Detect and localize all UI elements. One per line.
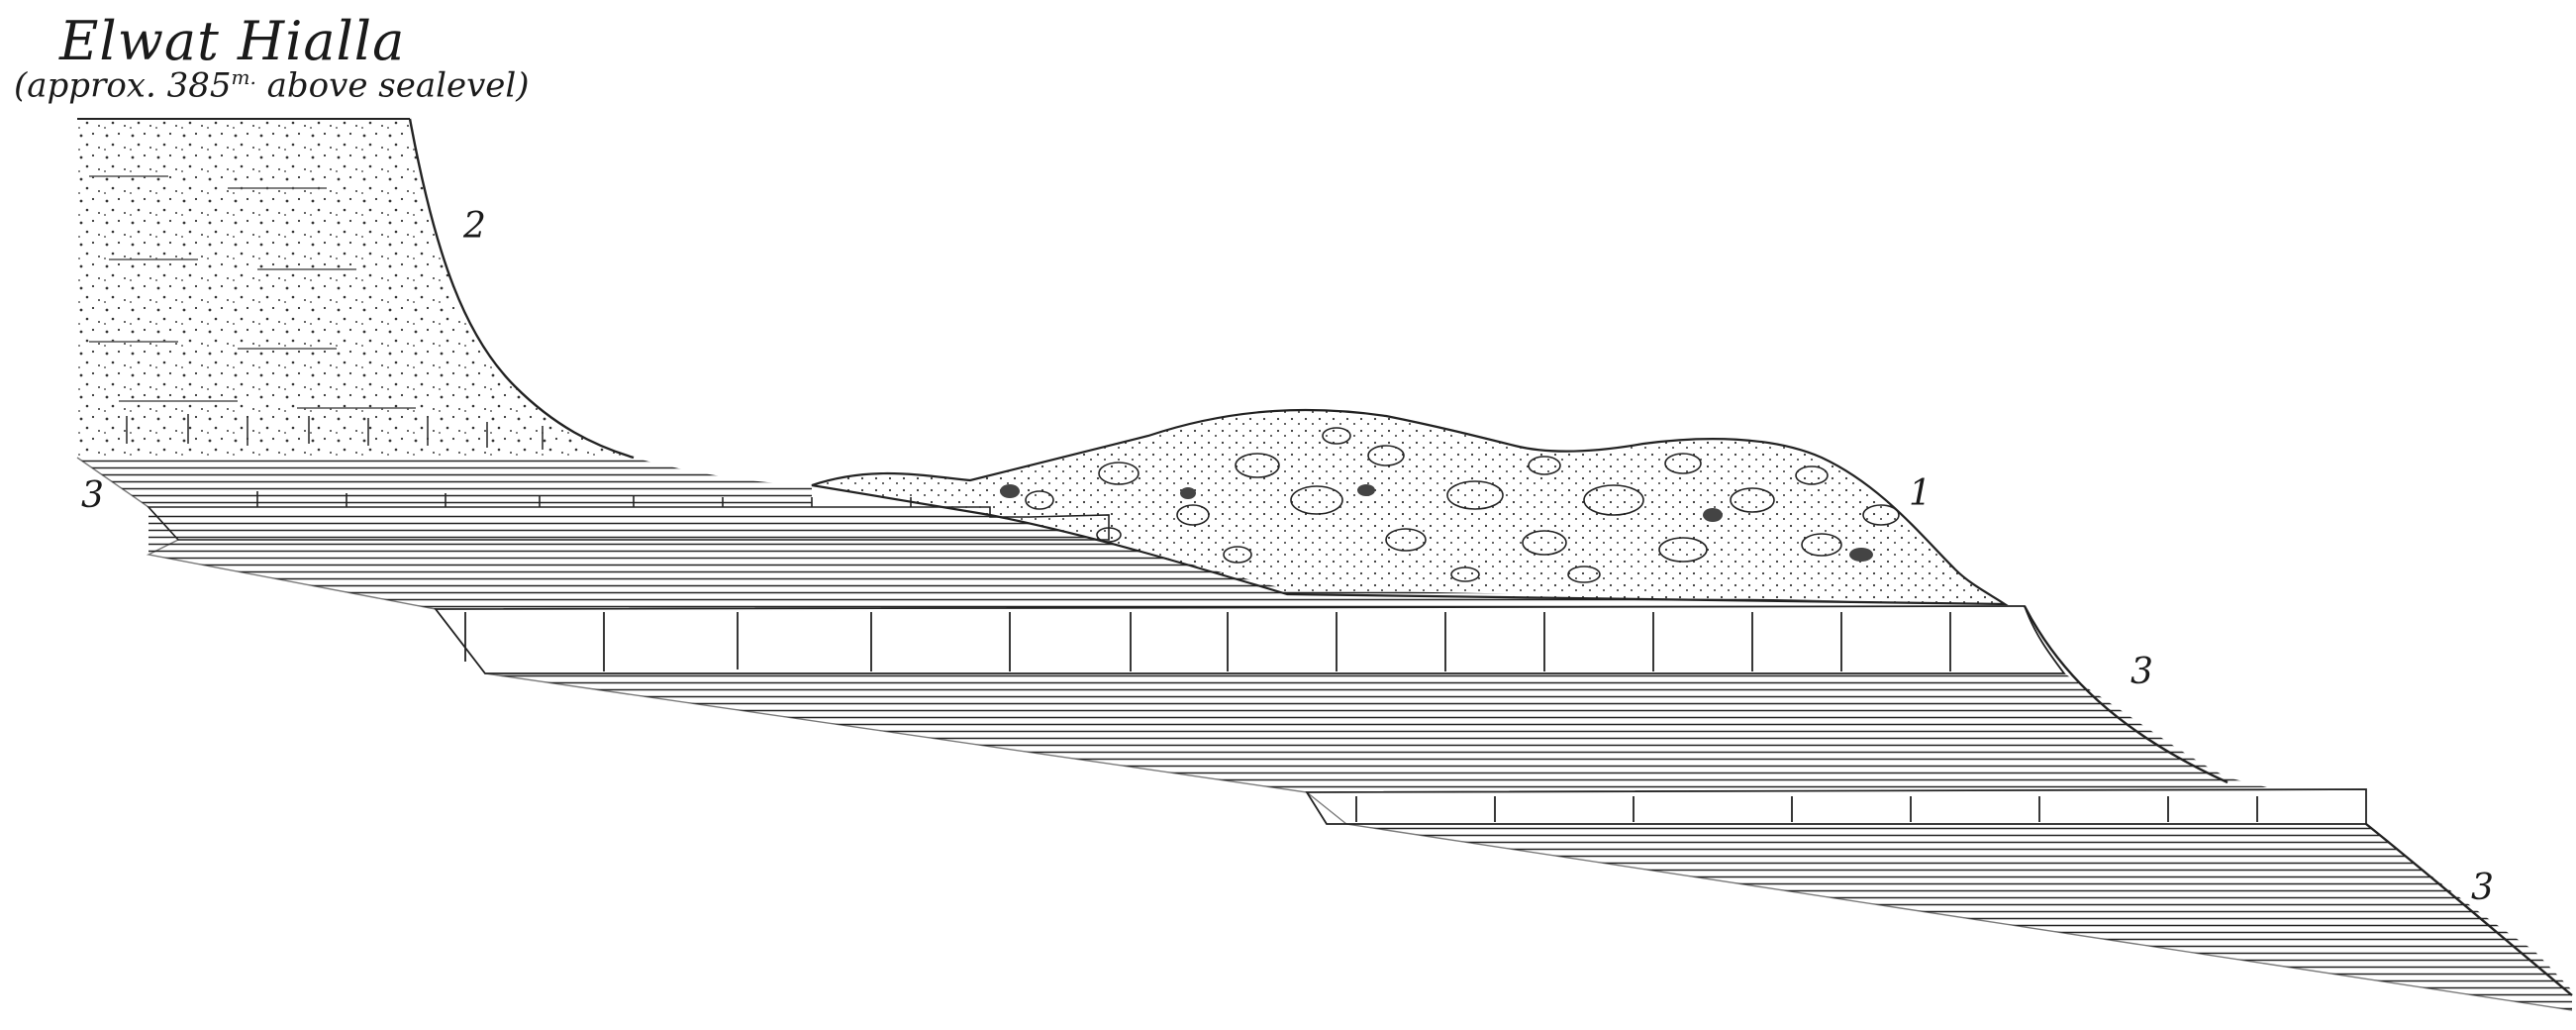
label-layer-1: 1 <box>1909 473 1932 514</box>
diagram-subtitle: (approx. 385m. above sealevel) <box>14 65 530 105</box>
label-layer-3-middle: 3 <box>2130 652 2153 692</box>
subtitle-text: (approx. 385 <box>14 65 231 105</box>
bedded-band-lower <box>1307 789 2366 824</box>
bedded-band-middle <box>436 606 2064 673</box>
label-layer-3-left: 3 <box>81 475 104 516</box>
label-layer-3-bottom: 3 <box>2471 868 2494 908</box>
upper-sandstone-layer <box>77 119 634 458</box>
shale-band-upper <box>77 458 812 507</box>
label-layer-2: 2 <box>463 206 486 247</box>
subtitle-unit: m. <box>231 65 255 89</box>
subtitle-rest: above sealevel) <box>256 65 530 105</box>
diagram-title: Elwat Hialla <box>59 10 405 72</box>
